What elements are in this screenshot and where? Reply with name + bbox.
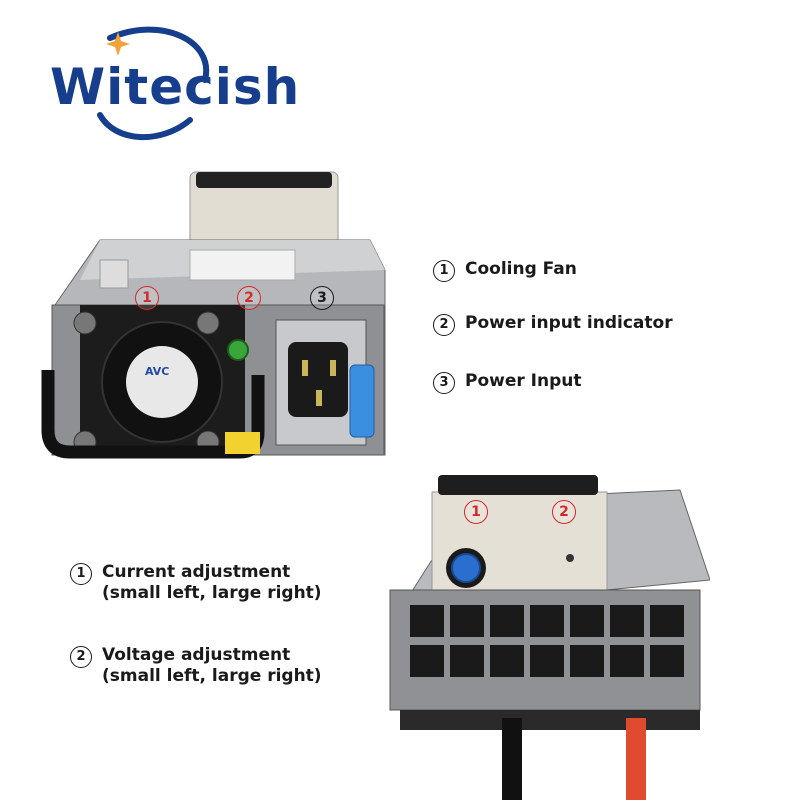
photo-marker-2: 2 xyxy=(552,500,576,524)
brand-name: Witecish xyxy=(50,58,301,116)
legend-sublabel: (small left, large right) xyxy=(102,666,322,687)
legend-sublabel: (small left, large right) xyxy=(102,583,322,604)
legend-number: 2 xyxy=(433,314,455,336)
legend-number: 1 xyxy=(433,260,455,282)
legend-item-cooling-fan: 1 Cooling Fan xyxy=(433,259,577,282)
photo-marker-1: 1 xyxy=(135,286,159,310)
legend-label: Power input indicator xyxy=(465,313,673,333)
star-icon xyxy=(106,32,130,56)
legend-label: Power Input xyxy=(465,371,582,391)
power-supply-front-photo: AVC 1 2 3 xyxy=(40,170,410,470)
legend-item-power-input-indicator: 2 Power input indicator xyxy=(433,313,673,336)
legend-number: 2 xyxy=(70,646,92,668)
legend-label: Current adjustment xyxy=(102,562,291,582)
svg-text:AVC: AVC xyxy=(145,365,169,378)
photo-marker-2: 2 xyxy=(237,286,261,310)
logo-arc-graphic xyxy=(97,26,210,141)
legend-item-current-adjustment: 1 Current adjustment (small left, large … xyxy=(70,562,322,605)
legend-label: Voltage adjustment xyxy=(102,645,291,665)
legend-label: Cooling Fan xyxy=(465,259,577,279)
photo-marker-1: 1 xyxy=(464,500,488,524)
legend-number: 3 xyxy=(433,372,455,394)
legend-item-voltage-adjustment: 2 Voltage adjustment (small left, large … xyxy=(70,645,322,688)
photo-marker-3: 3 xyxy=(310,286,334,310)
legend-number: 1 xyxy=(70,563,92,585)
power-supply-rear-photo: 1 2 xyxy=(380,470,711,804)
brand-logo: Witecish xyxy=(40,20,310,150)
legend-item-power-input: 3 Power Input xyxy=(433,371,582,394)
